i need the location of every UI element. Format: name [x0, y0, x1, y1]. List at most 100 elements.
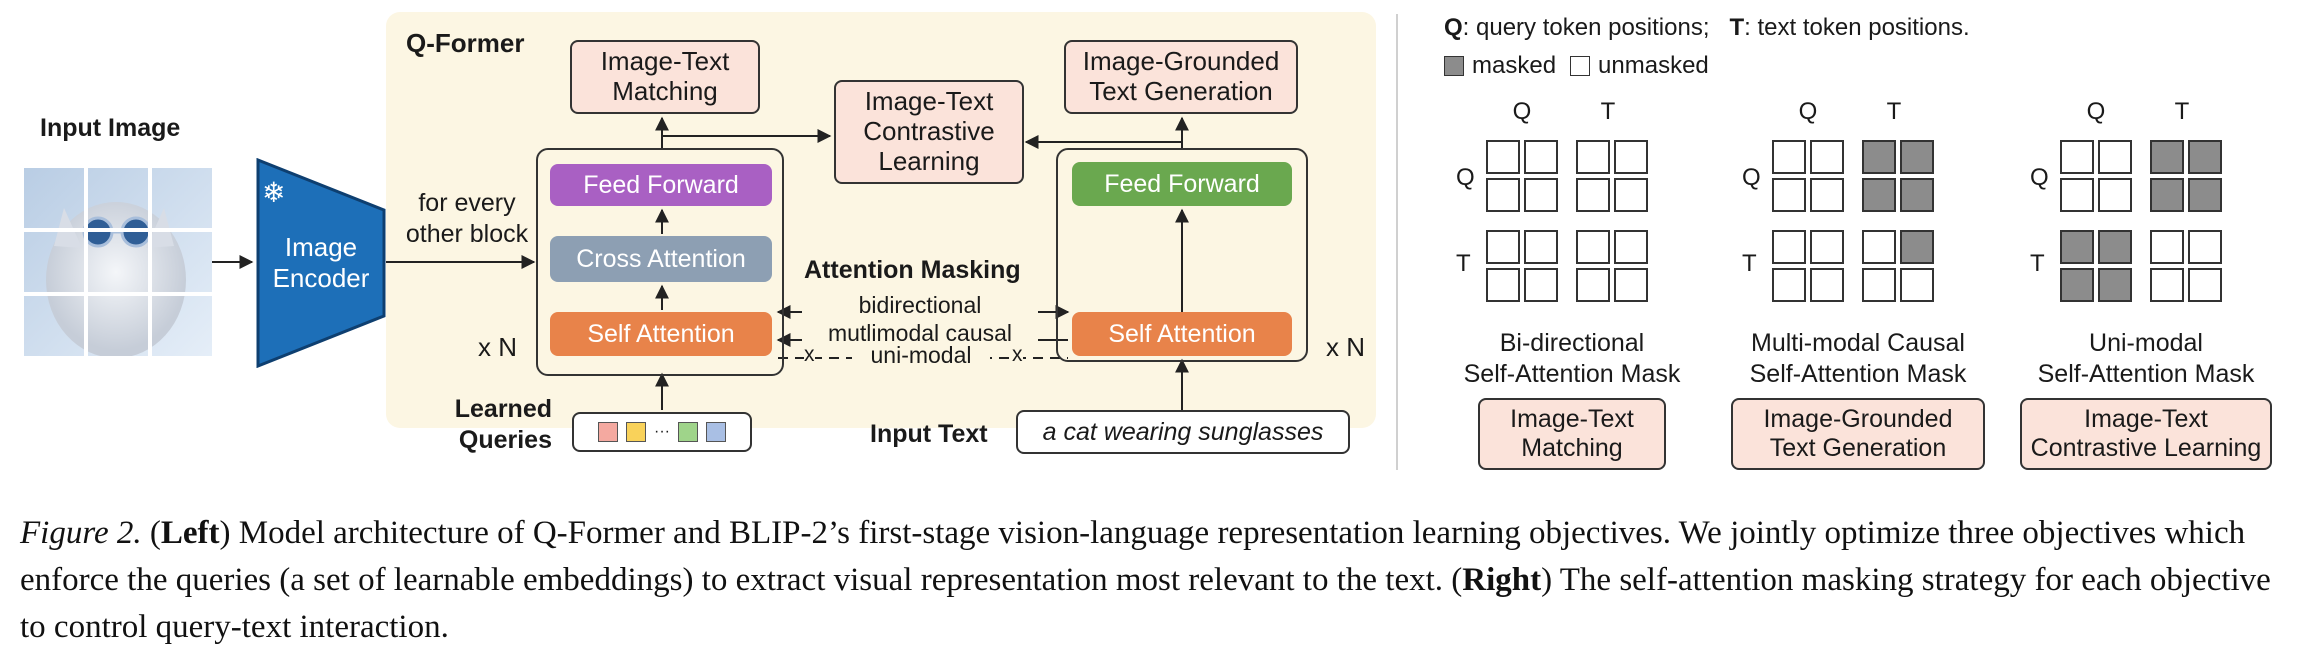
mask-cell-masked: [2060, 230, 2094, 264]
mask-cell-unmasked: [1772, 230, 1806, 264]
mask-cell-unmasked: [1524, 230, 1558, 264]
mask-multimodal-label: mutlimodal causal: [802, 320, 1038, 347]
image-encoder-label: Image Encoder: [266, 232, 376, 293]
x-mark-right-icon: x: [1012, 343, 1023, 367]
mask-cell-masked: [2098, 268, 2132, 302]
mask-cell-unmasked: [1614, 140, 1648, 174]
mask-col-t-label: T: [1600, 98, 1616, 125]
repeat-n-left: x N: [478, 332, 517, 362]
input-image: [24, 168, 212, 358]
mask-cell-unmasked: [2098, 140, 2132, 174]
mask-cell-unmasked: [1772, 178, 1806, 212]
mask-cell-unmasked: [2188, 268, 2222, 302]
mask-title-line2: Self-Attention Mask: [2037, 359, 2255, 388]
mask-title-line1: Bi-directional: [1499, 329, 1645, 357]
x-mark-left-icon: x: [804, 343, 815, 367]
mask-cell-unmasked: [1576, 178, 1610, 212]
mask-cell-unmasked: [1576, 268, 1610, 302]
mask-cell-masked: [1862, 140, 1896, 174]
mask-cell-unmasked: [2098, 178, 2132, 212]
itc-line1: Image-Text: [864, 86, 994, 117]
legend-t-key: T: [1729, 14, 1745, 41]
attention-masking-title: Attention Masking: [804, 256, 1021, 284]
encoder-label-line2: Encoder: [272, 262, 370, 293]
legend-positions: Q: query token positions; T: text token …: [1444, 14, 1970, 42]
itg-line1: Image-Grounded: [1082, 46, 1280, 77]
mask-cell-unmasked: [1486, 230, 1520, 264]
mask-cell-unmasked: [2188, 230, 2222, 264]
repeat-n-right: x N: [1326, 332, 1365, 362]
mask-cell-unmasked: [1614, 268, 1648, 302]
self-attention-left: Self Attention: [550, 312, 772, 356]
mask-row-t-label: T: [1742, 250, 1757, 277]
learned-queries-line2: Queries: [458, 426, 552, 455]
mask-cell-masked: [2098, 230, 2132, 264]
mask-row-q-label: Q: [1742, 164, 1761, 191]
qformer-title: Q-Former: [406, 28, 525, 58]
input-text-box: a cat wearing sunglasses: [1016, 410, 1350, 454]
mask-objective-line2: Matching: [1521, 434, 1623, 462]
mask-bidirectional-label: bidirectional: [802, 292, 1038, 319]
mask-cell-unmasked: [2060, 178, 2094, 212]
itc-line2: Contrastive: [863, 116, 995, 147]
mask-cell-unmasked: [1900, 268, 1934, 302]
mask-cell-unmasked: [1524, 178, 1558, 212]
query-ellipsis: ···: [654, 423, 670, 440]
mask-cell-unmasked: [1614, 230, 1648, 264]
mask-cell-unmasked: [1810, 268, 1844, 302]
mask-objective-line1: Image-Text: [1510, 405, 1634, 434]
caption-right-word: Right: [1462, 561, 1542, 598]
mask-cell-unmasked: [1524, 268, 1558, 302]
caption-part1: ) Model architecture of Q-Former and BLI…: [20, 515, 2246, 598]
mask-cell-unmasked: [1810, 140, 1844, 174]
every-other-block-label: for every other block: [392, 188, 542, 249]
mask-title-line1: Multi-modal Causal: [1751, 329, 1965, 357]
mask-cell-unmasked: [2060, 140, 2094, 174]
every-block-line2: other block: [405, 219, 529, 248]
mask-cell-unmasked: [1576, 230, 1610, 264]
cross-attention: Cross Attention: [550, 236, 772, 282]
mask-row-q-label: Q: [1456, 164, 1475, 191]
itm-line2: Matching: [612, 76, 718, 106]
mask-cell-masked: [2150, 140, 2184, 174]
mask-cell-masked: [1900, 230, 1934, 264]
mask-cell-unmasked: [1862, 230, 1896, 264]
mask-objective-line1: Image-Grounded: [1763, 405, 1953, 434]
snowflake-icon: ❄: [262, 177, 286, 208]
mask-cell-masked: [1900, 140, 1934, 174]
caption-fig-label: Figure 2.: [20, 515, 142, 551]
mask-cell-masked: [2188, 178, 2222, 212]
mask-unimodal-label: uni-modal: [852, 344, 990, 367]
itc-line3: Learning: [878, 145, 980, 176]
masked-swatch: [1444, 56, 1464, 76]
mask-col-q-label: Q: [1512, 98, 1532, 125]
figure-caption: Figure 2. (Left) Model architecture of Q…: [20, 515, 2271, 645]
mask-objective-line2: Contrastive Learning: [2030, 434, 2262, 462]
mask-title-line2: Self-Attention Mask: [1463, 359, 1681, 388]
mask-cell-unmasked: [1810, 178, 1844, 212]
legend-q-key: Q: [1444, 14, 1463, 41]
mask-cell-masked: [1862, 178, 1896, 212]
panel-divider: [1396, 14, 1398, 470]
mask-objective-line2: Text Generation: [1769, 434, 1947, 462]
mask-col-t-label: T: [1886, 98, 1902, 125]
query-token-1: [598, 422, 618, 442]
qformer-image-block: [536, 148, 784, 376]
mask-cell-masked: [2188, 140, 2222, 174]
query-token-3: [677, 422, 698, 442]
mask-row-t-label: T: [2030, 250, 2045, 277]
mask-col-q-label: Q: [1798, 98, 1818, 125]
mask-cell-unmasked: [1486, 268, 1520, 302]
image-encoder: [256, 157, 386, 369]
mask-cell-unmasked: [1862, 268, 1896, 302]
qformer-text-block: [1056, 148, 1308, 362]
unmasked-swatch: [1570, 56, 1591, 76]
learned-queries-label: Learned Queries: [432, 394, 552, 457]
mask-cell-unmasked: [1614, 178, 1648, 212]
mask-objective-line1: Image-Text: [2084, 405, 2208, 434]
